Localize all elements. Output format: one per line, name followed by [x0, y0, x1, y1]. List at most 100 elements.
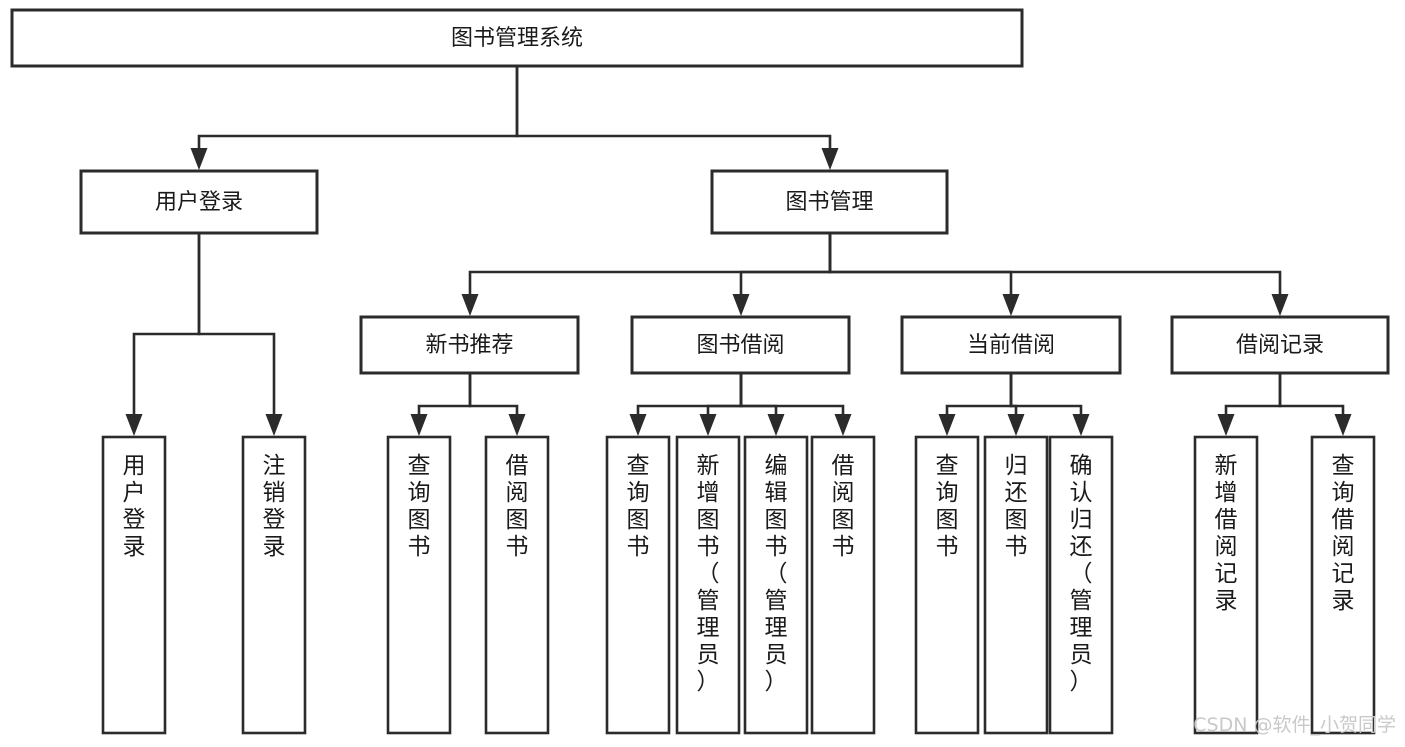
connector-new-book-recommend	[461, 233, 832, 316]
arrow-head-icon	[732, 294, 750, 316]
node-leaf-borrow-book-2[interactable]: 借阅图书	[810, 435, 876, 735]
node-box-book-manage[interactable]	[710, 169, 949, 235]
arrow-head-icon	[508, 414, 526, 436]
node-leaf-edit-book-admin[interactable]: 编辑图书（管理员）	[743, 435, 809, 735]
node-label-leaf-user-login: 用户登录	[123, 453, 146, 560]
nodes-layer: 图书管理系统用户登录图书管理新书推荐图书借阅当前借阅借阅记录用户登录注销登录查询…	[10, 8, 1390, 735]
node-book-manage[interactable]: 图书管理	[710, 169, 949, 235]
node-user-login[interactable]: 用户登录	[79, 169, 319, 235]
node-label-leaf-borrow-book-1: 借阅图书	[506, 453, 529, 560]
node-label-leaf-edit-book-admin: 编辑图书（管理员）	[765, 453, 788, 695]
node-leaf-user-login[interactable]: 用户登录	[101, 435, 167, 735]
node-current-borrow[interactable]: 当前借阅	[900, 315, 1122, 375]
node-box-leaf-borrow-book-2[interactable]	[810, 435, 876, 735]
arrow-head-icon	[125, 414, 143, 436]
connector-leaf-borrow-book-1	[468, 373, 526, 436]
node-label-leaf-confirm-return-admin: 确认归还（管理员）	[1070, 453, 1093, 695]
arrow-head-icon	[1072, 414, 1090, 436]
node-box-user-login[interactable]	[79, 169, 319, 235]
connector-leaf-confirm-return-admin	[1009, 373, 1090, 436]
node-label-leaf-query-book-2: 查询图书	[627, 453, 650, 560]
node-root[interactable]: 图书管理系统	[10, 8, 1024, 68]
arrow-head-icon	[265, 414, 283, 436]
node-leaf-query-book-2[interactable]: 查询图书	[605, 435, 671, 735]
node-label-book-manage: 图书管理	[785, 190, 873, 215]
arrow-head-icon	[1217, 414, 1235, 436]
node-leaf-logout-login[interactable]: 注销登录	[241, 435, 307, 735]
node-box-current-borrow[interactable]	[900, 315, 1122, 375]
node-label-leaf-add-borrow-record: 新增借阅记录	[1215, 453, 1238, 614]
node-leaf-add-borrow-record[interactable]: 新增借阅记录	[1193, 435, 1259, 735]
node-leaf-return-book[interactable]: 归还图书	[983, 435, 1049, 735]
node-box-leaf-add-book-admin[interactable]	[675, 435, 741, 735]
connector-leaf-query-book-2	[629, 373, 743, 436]
arrow-head-icon	[190, 148, 208, 170]
connector-leaf-borrow-book-2	[739, 373, 852, 436]
node-leaf-query-book-3[interactable]: 查询图书	[914, 435, 980, 735]
node-leaf-query-book-1[interactable]: 查询图书	[386, 435, 452, 735]
connector-current-borrow	[828, 233, 1020, 316]
node-box-book-borrow[interactable]	[630, 315, 851, 375]
node-book-borrow[interactable]: 图书借阅	[630, 315, 851, 375]
node-box-borrow-record[interactable]	[1170, 315, 1390, 375]
connector-book-borrow	[732, 233, 832, 316]
node-label-new-book-recommend: 新书推荐	[425, 333, 513, 358]
connector-leaf-query-book-3	[938, 373, 1013, 436]
arrow-head-icon	[1334, 414, 1352, 436]
node-leaf-confirm-return-admin[interactable]: 确认归还（管理员）	[1048, 435, 1114, 735]
node-leaf-borrow-book-1[interactable]: 借阅图书	[484, 435, 550, 735]
node-borrow-record[interactable]: 借阅记录	[1170, 315, 1390, 375]
node-box-root[interactable]	[10, 8, 1024, 68]
node-box-leaf-add-borrow-record[interactable]	[1193, 435, 1259, 735]
arrow-head-icon	[1002, 294, 1020, 316]
node-box-leaf-logout-login[interactable]	[241, 435, 307, 735]
node-box-leaf-edit-book-admin[interactable]	[743, 435, 809, 735]
node-box-leaf-query-book-2[interactable]	[605, 435, 671, 735]
node-leaf-query-borrow-record[interactable]: 查询借阅记录	[1310, 435, 1376, 735]
node-label-current-borrow: 当前借阅	[967, 333, 1055, 358]
node-label-leaf-logout-login: 注销登录	[263, 453, 286, 560]
connector-leaf-add-book-admin	[699, 373, 743, 436]
node-label-book-borrow: 图书借阅	[696, 333, 784, 358]
connector-user-login	[190, 66, 519, 170]
connector-leaf-user-login	[125, 233, 201, 436]
arrow-head-icon	[1271, 294, 1289, 316]
node-box-leaf-query-book-1[interactable]	[386, 435, 452, 735]
arrow-head-icon	[410, 414, 428, 436]
connector-leaf-query-borrow-record	[1278, 373, 1352, 436]
connector-leaf-logout-login	[197, 233, 283, 436]
node-box-leaf-confirm-return-admin[interactable]	[1048, 435, 1114, 735]
arrow-head-icon	[938, 414, 956, 436]
arrow-head-icon	[1007, 414, 1025, 436]
arrow-head-icon	[629, 414, 647, 436]
node-box-new-book-recommend[interactable]	[359, 315, 580, 375]
node-box-leaf-borrow-book-1[interactable]	[484, 435, 550, 735]
node-box-leaf-query-book-3[interactable]	[914, 435, 980, 735]
node-box-leaf-return-book[interactable]	[983, 435, 1049, 735]
arrow-head-icon	[461, 294, 479, 316]
connector-leaf-query-book-1	[410, 373, 472, 436]
connector-book-manage	[515, 66, 839, 170]
arrow-head-icon	[699, 414, 717, 436]
node-label-leaf-return-book: 归还图书	[1005, 453, 1028, 560]
connector-leaf-edit-book-admin	[739, 373, 785, 436]
node-label-user-login: 用户登录	[155, 190, 243, 215]
arrow-head-icon	[767, 414, 785, 436]
connector-borrow-record	[828, 233, 1289, 316]
node-leaf-add-book-admin[interactable]: 新增图书（管理员）	[675, 435, 741, 735]
csdn-watermark: CSDN @软件_小贺同学	[1193, 714, 1396, 736]
arrow-head-icon	[821, 148, 839, 170]
node-label-leaf-borrow-book-2: 借阅图书	[832, 453, 855, 560]
arrow-head-icon	[834, 414, 852, 436]
node-label-leaf-add-book-admin: 新增图书（管理员）	[697, 453, 720, 695]
node-box-leaf-query-borrow-record[interactable]	[1310, 435, 1376, 735]
node-label-leaf-query-book-1: 查询图书	[408, 453, 431, 560]
connectors-layer	[125, 66, 1352, 436]
node-label-root: 图书管理系统	[451, 26, 583, 51]
node-box-leaf-user-login[interactable]	[101, 435, 167, 735]
node-label-leaf-query-book-3: 查询图书	[936, 453, 959, 560]
node-label-leaf-query-borrow-record: 查询借阅记录	[1332, 453, 1355, 614]
node-new-book-recommend[interactable]: 新书推荐	[359, 315, 580, 375]
